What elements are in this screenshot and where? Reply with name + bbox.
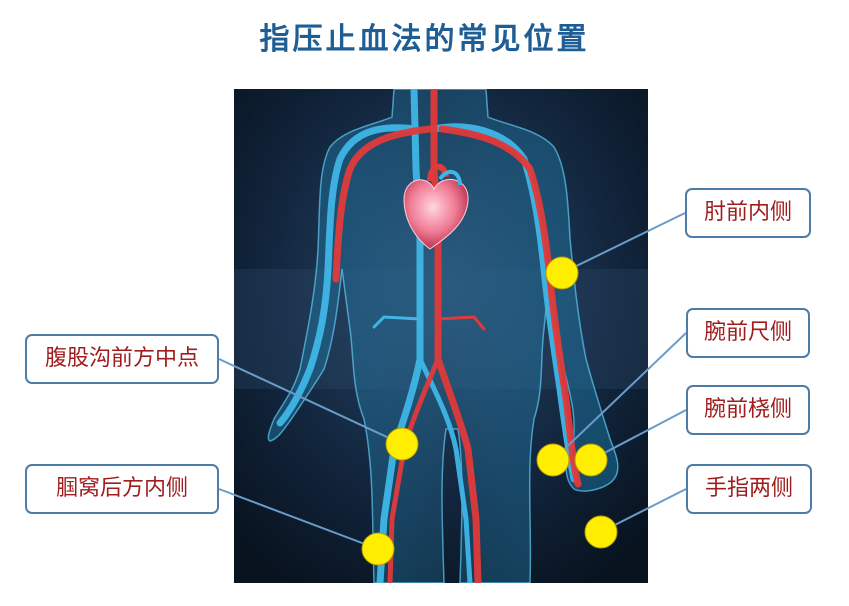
page-title: 指压止血法的常见位置	[259, 22, 590, 57]
label-popliteal-inner: 腘窝后方内侧	[25, 464, 219, 514]
connector-popliteal	[218, 488, 379, 550]
connector-wrist-ulnar	[552, 332, 687, 461]
pressure-point-finger	[584, 515, 618, 549]
pressure-point-wrist-ulnar	[536, 443, 570, 477]
heart-illustration	[403, 164, 469, 250]
anatomy-illustration	[234, 89, 648, 583]
pressure-point-popliteal	[361, 532, 395, 566]
label-wrist-ulnar: 腕前尺侧	[686, 308, 810, 358]
label-groin-midpoint: 腹股沟前方中点	[25, 334, 219, 384]
connector-wrist-radial	[590, 409, 687, 461]
label-elbow-inner: 肘前内侧	[685, 188, 811, 238]
pressure-point-wrist-radial	[574, 443, 608, 477]
label-wrist-radial: 腕前桡侧	[686, 385, 810, 435]
connector-groin	[218, 358, 403, 445]
label-finger-sides: 手指两侧	[686, 464, 812, 514]
connector-elbow	[561, 212, 686, 274]
pressure-point-elbow	[545, 256, 579, 290]
pressure-point-groin	[385, 427, 419, 461]
